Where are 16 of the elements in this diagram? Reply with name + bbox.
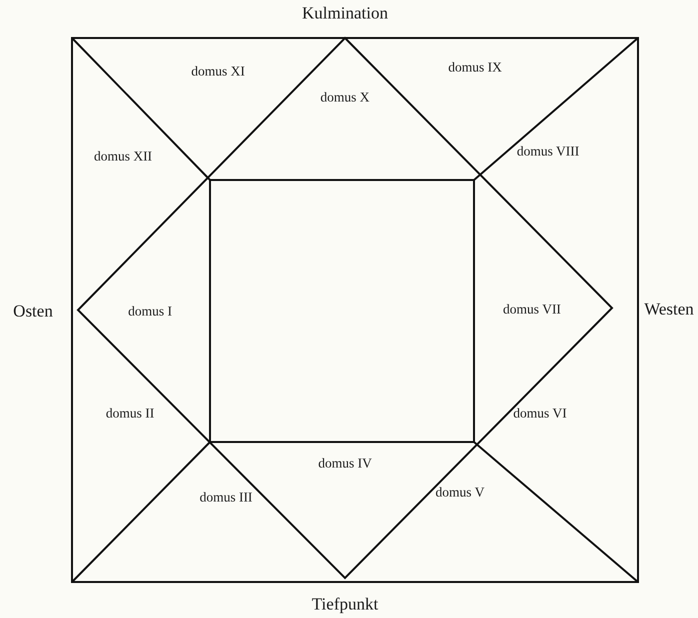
direction-label: Osten bbox=[13, 302, 53, 322]
house-label: domus X bbox=[320, 90, 370, 106]
house-label: domus VI bbox=[513, 406, 567, 422]
house-label: domus II bbox=[106, 406, 154, 422]
house-label: domus III bbox=[200, 490, 252, 506]
house-label: domus VII bbox=[503, 302, 561, 318]
direction-label: Tiefpunkt bbox=[312, 596, 378, 614]
house-label: domus I bbox=[128, 304, 172, 320]
direction-label: Kulmination bbox=[302, 4, 388, 24]
house-label: domus IV bbox=[318, 456, 372, 472]
direction-label: Westen bbox=[644, 300, 694, 320]
house-label: domus V bbox=[436, 486, 484, 500]
house-label: domus XI bbox=[191, 64, 245, 80]
house-label: domus XII bbox=[94, 150, 152, 164]
house-label: domus IX bbox=[448, 60, 502, 76]
house-label: domus VIII bbox=[516, 144, 580, 160]
